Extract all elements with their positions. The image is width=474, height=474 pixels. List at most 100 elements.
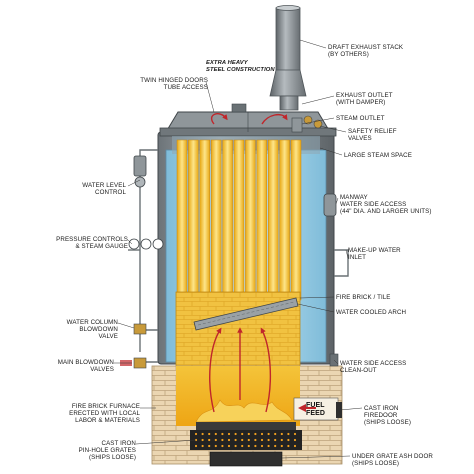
grate-hole (214, 438, 217, 442)
fire-tube (176, 139, 188, 301)
label-cast-iron-grates: CAST IRON PIN-HOLE GRATES (SHIPS LOOSE) (78, 440, 136, 462)
grate-hole (241, 432, 244, 436)
grate-hole (260, 432, 264, 436)
grate-hole (227, 432, 231, 436)
leader-line (299, 39, 327, 49)
leader-line (281, 455, 351, 459)
grate-hole (194, 432, 198, 436)
grate-hole (214, 444, 217, 448)
grate-hole (260, 444, 264, 448)
grate-hole (201, 438, 204, 442)
grate-hole (274, 444, 277, 448)
grate-hole (208, 438, 211, 442)
leader-line (127, 179, 141, 187)
label-fire-brick-furnace: FIRE BRICK FURNACE ERECTED WITH LOCAL LA… (69, 403, 140, 425)
grate-hole (221, 432, 224, 436)
leader-line (127, 239, 133, 245)
leader-line (299, 296, 335, 299)
make-up-water-inlet (334, 249, 349, 277)
leader-line (135, 439, 197, 445)
label-water-level: WATER LEVEL CONTROL (82, 182, 126, 197)
leader-line (297, 303, 335, 313)
label-cast-iron-firedoor: CAST IRON FIREDOOR (SHIPS LOOSE) (364, 405, 412, 427)
label-pressure-controls: PRESSURE CONTROLS & STEAM GAUGE (56, 236, 128, 251)
grate-hole (214, 432, 217, 436)
water-cooled-arch (193, 297, 299, 331)
label-water-cooled-arch: WATER COOLED ARCH (336, 309, 407, 316)
manway (323, 193, 337, 217)
grate-hole (227, 444, 231, 448)
grate-hole (260, 438, 264, 442)
label-safety-relief: SAFETY RELIEF VALVES (348, 128, 397, 143)
label-makeup-water: MAKE-UP WATER INLET (348, 247, 401, 262)
grate-hole (293, 432, 297, 436)
grate-hole (221, 444, 224, 448)
grate-hole (280, 438, 283, 442)
leader-line (333, 359, 339, 365)
draft-exhaust-stack (269, 5, 307, 111)
grate-hole (247, 438, 250, 442)
grate-hole (274, 432, 277, 436)
grate-hole (201, 444, 204, 448)
ash-door (209, 451, 283, 467)
grate-hole (227, 438, 231, 442)
grate-hole (234, 438, 237, 442)
fire-tube (199, 139, 211, 301)
grate-hole (247, 432, 250, 436)
label-steam-outlet: STEAM OUTLET (336, 115, 385, 122)
grate-hole (287, 438, 290, 442)
grate-hole (293, 438, 297, 442)
grate-hole (208, 432, 211, 436)
label-extra-heavy: EXTRA HEAVY STEEL CONSTRUCTION (206, 60, 275, 74)
grate-hole (194, 444, 198, 448)
leader-line (345, 249, 349, 259)
fire-tube (210, 139, 222, 301)
grate-hole (267, 444, 270, 448)
leader-line (117, 322, 135, 329)
fire-tube (245, 139, 256, 301)
fire-tube (267, 139, 279, 301)
steam-gauge (128, 238, 164, 250)
label-main-blowdown: MAIN BLOWDOWN VALVES (57, 359, 114, 374)
grate-hole (234, 444, 237, 448)
grate-hole (247, 444, 250, 448)
grate-hole (287, 444, 290, 448)
fire-tube (233, 139, 245, 301)
grate-hole (267, 432, 270, 436)
grate-hole (201, 432, 204, 436)
leader-line (339, 407, 363, 411)
label-manway: MANWAY WATER SIDE ACCESS (44" DIA. AND L… (340, 194, 432, 216)
leader-line (319, 125, 347, 133)
fire-tube (279, 139, 290, 301)
label-fuel-feed: FUEL FEED (306, 402, 326, 417)
fire-tubes (176, 139, 302, 301)
fire-tube (256, 139, 268, 301)
fire-tube (222, 139, 233, 301)
label-ash-door: UNDER GRATE ASH DOOR (SHIPS LOOSE) (352, 453, 433, 468)
grate-hole (234, 432, 237, 436)
grate-hole (254, 444, 257, 448)
grate-hole (280, 444, 283, 448)
leader-line (205, 81, 215, 113)
leader-line (301, 117, 335, 125)
grate-hole (241, 438, 244, 442)
grate-hole (241, 444, 244, 448)
pin-hole-grates (190, 422, 302, 450)
leader-line (301, 95, 335, 105)
water-level-control (133, 155, 147, 188)
label-fire-brick: FIRE BRICK / TILE (336, 294, 391, 301)
flue-gas-arrows (209, 113, 288, 413)
label-exhaust-outlet: EXHAUST OUTLET (WITH DAMPER) (336, 92, 393, 107)
leader-line (319, 147, 343, 156)
grate-hole (293, 444, 297, 448)
grate-hole (287, 432, 290, 436)
leader-line (335, 197, 339, 205)
grate-hole (254, 432, 257, 436)
leader-lines (114, 39, 363, 459)
grate-hole (221, 438, 224, 442)
label-water-column: WATER COLUMN BLOWDOWN VALVE (66, 319, 118, 341)
label-water-side-access: WATER SIDE ACCESS CLEAN-OUT (340, 360, 407, 375)
label-twin-doors: TWIN HINGED DOORS TUBE ACCESS (140, 77, 208, 92)
grate-hole (267, 438, 270, 442)
